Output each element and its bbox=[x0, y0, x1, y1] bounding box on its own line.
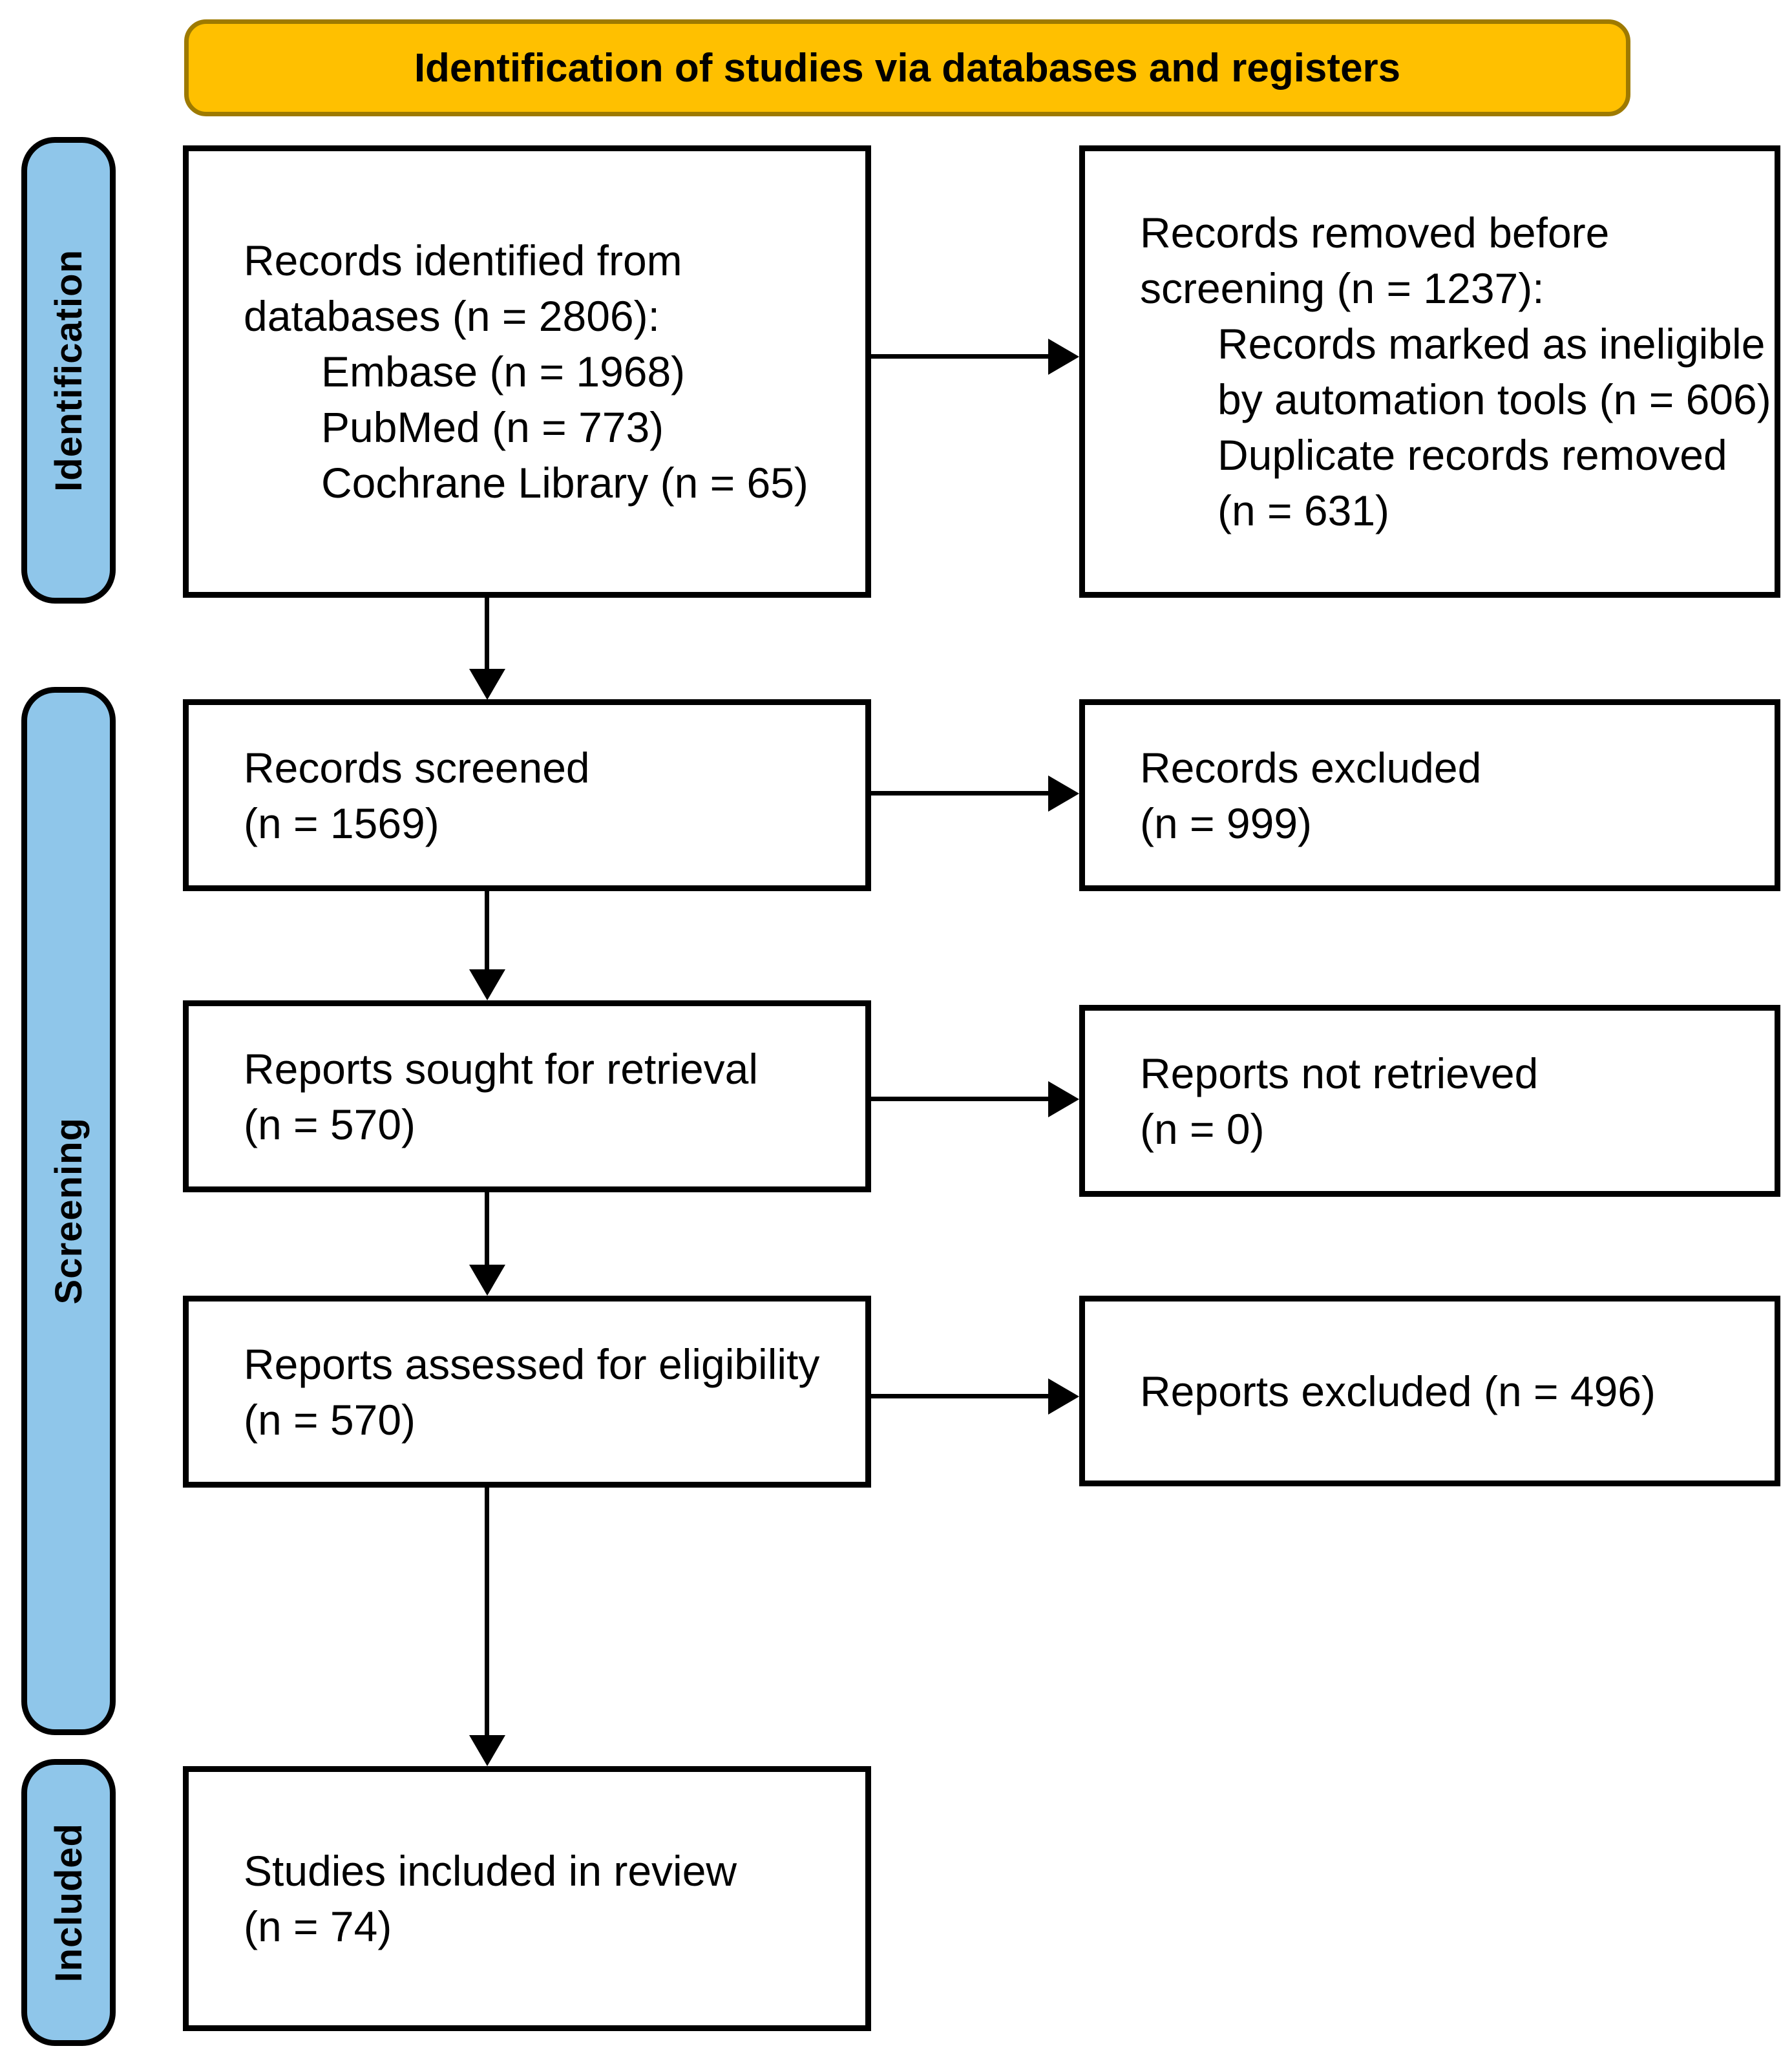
box-text-subline: by automation tools (n = 606) bbox=[1218, 375, 1771, 423]
box-reports-assessed: Reports assessed for eligibility (n = 57… bbox=[183, 1296, 871, 1488]
box-text-line: Reports sought for retrieval bbox=[244, 1044, 759, 1093]
arrow-screened-to-excluded bbox=[871, 791, 1048, 796]
stage-label-text: Included bbox=[47, 1822, 90, 1983]
box-text-line: (n = 570) bbox=[244, 1395, 416, 1444]
box-text-subline: Records marked as ineligible bbox=[1218, 320, 1766, 368]
box-text-line: Records removed before bbox=[1140, 209, 1610, 257]
box-text-subline: Duplicate records removed bbox=[1218, 431, 1727, 479]
stage-label-text: Identification bbox=[47, 249, 90, 492]
box-reports-sought: Reports sought for retrieval (n = 570) bbox=[183, 1000, 871, 1192]
box-text-line: (n = 0) bbox=[1140, 1104, 1265, 1153]
arrow-identified-to-removed bbox=[871, 354, 1048, 359]
stage-label-identification: Identification bbox=[21, 137, 116, 604]
arrow-sought-to-assessed bbox=[485, 1192, 489, 1265]
box-records-screened: Records screened (n = 1569) bbox=[183, 699, 871, 891]
box-text-subline: Embase (n = 1968) bbox=[321, 348, 686, 395]
box-text-line: Studies included in review bbox=[244, 1847, 737, 1895]
box-text-line: (n = 570) bbox=[244, 1100, 416, 1148]
box-text-line: Reports not retrieved bbox=[1140, 1049, 1539, 1097]
arrow-screened-to-sought bbox=[485, 891, 489, 969]
box-text-line: (n = 1569) bbox=[244, 799, 439, 847]
box-text-line: screening (n = 1237): bbox=[1140, 264, 1544, 312]
box-text-line: Records identified from bbox=[244, 237, 682, 284]
box-records-excluded: Records excluded (n = 999) bbox=[1079, 699, 1780, 891]
arrow-assessed-to-included bbox=[485, 1488, 489, 1735]
box-text-line: Reports assessed for eligibility bbox=[244, 1340, 820, 1388]
stage-label-included: Included bbox=[21, 1759, 116, 2046]
arrow-sought-to-not-retrieved bbox=[871, 1097, 1048, 1101]
box-text-line: Reports excluded (n = 496) bbox=[1140, 1367, 1656, 1415]
stage-label-screening: Screening bbox=[21, 687, 116, 1735]
box-text-subline: PubMed (n = 773) bbox=[321, 403, 664, 451]
box-text-line: Records excluded bbox=[1140, 743, 1482, 792]
arrow-identified-to-screened bbox=[485, 598, 489, 669]
stage-label-text: Screening bbox=[47, 1117, 90, 1305]
box-text-subline: (n = 631) bbox=[1218, 487, 1389, 534]
banner-title: Identification of studies via databases … bbox=[184, 19, 1630, 116]
box-records-identified: Records identified from databases (n = 2… bbox=[183, 145, 871, 598]
box-text-line: (n = 74) bbox=[244, 1902, 392, 1950]
box-text-line: Records screened bbox=[244, 743, 590, 792]
box-studies-included: Studies included in review (n = 74) bbox=[183, 1766, 871, 2031]
box-reports-excluded: Reports excluded (n = 496) bbox=[1079, 1296, 1780, 1486]
box-text-line: databases (n = 2806): bbox=[244, 292, 660, 340]
box-text-line: (n = 999) bbox=[1140, 799, 1312, 847]
arrow-assessed-to-reports-excluded bbox=[871, 1394, 1048, 1398]
box-reports-not-retrieved: Reports not retrieved (n = 0) bbox=[1079, 1005, 1780, 1197]
box-text-subline: Cochrane Library (n = 65) bbox=[321, 459, 808, 507]
box-records-removed: Records removed before screening (n = 12… bbox=[1079, 145, 1780, 598]
